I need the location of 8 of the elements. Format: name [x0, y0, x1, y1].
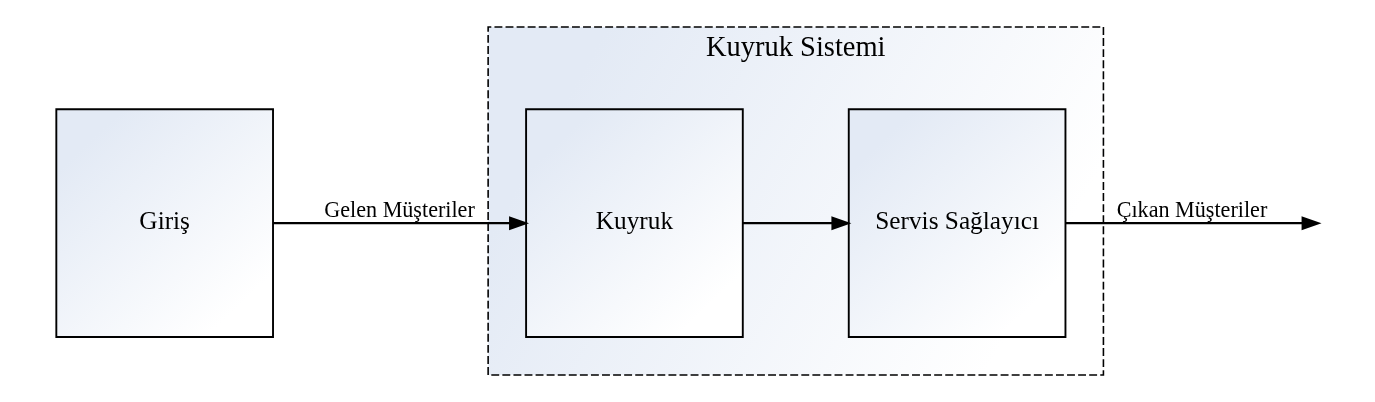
arrow	[1065, 216, 1322, 231]
node-box: Kuyruk	[524, 108, 744, 338]
edge-label: Gelen Müşteriler	[323, 197, 475, 223]
edge-label: Çıkan Müşteriler	[1116, 197, 1267, 223]
arrow	[272, 216, 529, 231]
node-box: Giriş	[54, 108, 274, 338]
arrow	[742, 216, 851, 231]
node-box: Servis Sağlayıcı	[847, 108, 1066, 338]
